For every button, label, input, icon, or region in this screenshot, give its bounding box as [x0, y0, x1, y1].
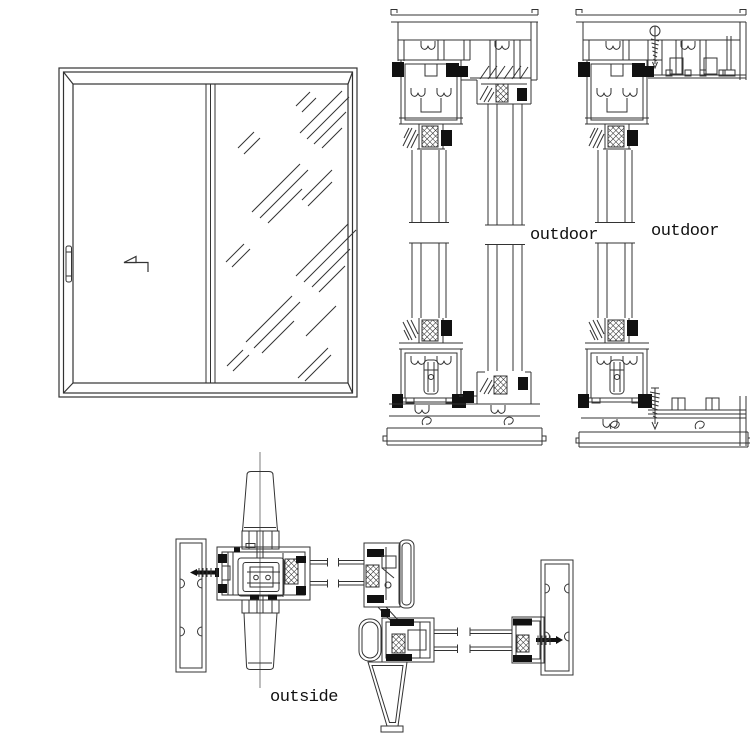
sash-glazing — [408, 149, 450, 319]
sill-profile — [382, 403, 547, 446]
door-elevation — [58, 67, 358, 398]
glazing-row2 — [434, 627, 512, 653]
head-frame — [390, 9, 539, 81]
mitre-joints — [63, 71, 354, 394]
left-jamb-profile — [175, 538, 207, 673]
horizontal-section — [175, 452, 574, 733]
fixed-glazing — [485, 104, 525, 371]
outdoor-label-right: outdoor — [651, 222, 719, 241]
row2-sash-assembly — [358, 606, 435, 663]
sash-glazing — [594, 149, 636, 319]
pull-handle-section — [367, 661, 408, 733]
sash-head-profile — [578, 60, 654, 149]
door-handle — [65, 245, 72, 283]
vertical-section-left — [382, 9, 547, 446]
frame-outer — [58, 67, 358, 398]
glass-hatching — [225, 90, 357, 382]
sash-bottom-profile — [578, 318, 652, 408]
outdoor-label-left: outdoor — [530, 226, 598, 245]
interlock-mullion — [205, 84, 216, 383]
vertical-section-right — [575, 9, 750, 448]
fixed-bead-head — [461, 79, 532, 105]
handle-grip-bottom — [241, 599, 280, 670]
right-jamb-profile — [540, 559, 574, 676]
outdoor-track — [648, 396, 747, 446]
head-frame — [575, 9, 747, 80]
frame-mid — [62, 71, 354, 394]
left-screw — [190, 568, 219, 577]
lock-stile-assembly — [216, 531, 311, 613]
sash-head-profile — [392, 60, 468, 149]
head-screw — [649, 25, 661, 70]
meeting-stile-assembly — [363, 539, 415, 609]
handle-grip-top — [241, 471, 280, 550]
glazing-row1 — [310, 558, 364, 588]
outside-label: outside — [270, 688, 338, 707]
right-screw — [536, 635, 563, 645]
sill-profile — [575, 417, 750, 448]
sash-bottom-profile — [392, 318, 466, 408]
fixed-bead-bottom — [459, 371, 532, 405]
opening-direction-arrow — [123, 255, 149, 272]
